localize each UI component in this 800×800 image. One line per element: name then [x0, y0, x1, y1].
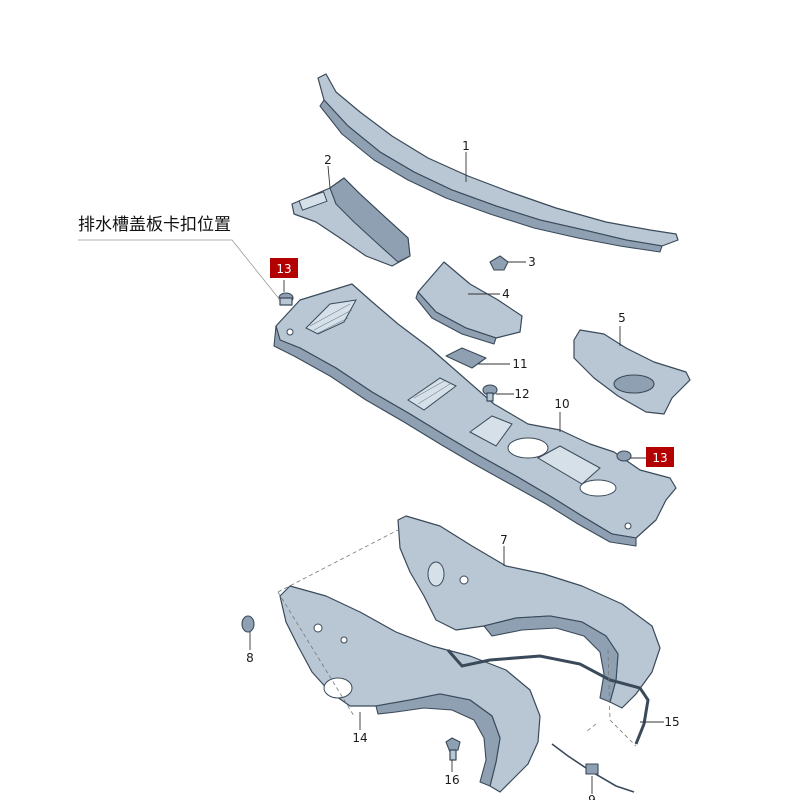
- part-9-cable: [551, 743, 635, 793]
- label-2: 2: [324, 153, 332, 167]
- part-3-clip: [489, 255, 509, 271]
- label-14: 14: [352, 731, 367, 745]
- label-11: 11: [512, 357, 527, 371]
- vent-grille-center: [407, 377, 457, 411]
- label-16: 16: [444, 773, 459, 787]
- part-1-cowl-strip: [317, 73, 679, 253]
- svg-text:13: 13: [652, 451, 667, 465]
- part-11-seal: [445, 347, 487, 369]
- label-5: 5: [618, 311, 626, 325]
- vent-grille-right: [469, 415, 601, 485]
- part-13-clip-left: [278, 292, 294, 306]
- tag-13-right: 13: [646, 447, 674, 467]
- part-8-nut: [241, 615, 255, 633]
- label-12: 12: [514, 387, 529, 401]
- part-14-front-panel: [279, 585, 541, 793]
- part-12-fastener: [482, 384, 498, 402]
- label-3: 3: [528, 255, 536, 269]
- svg-text:13: 13: [276, 262, 291, 276]
- label-15: 15: [664, 715, 679, 729]
- label-8: 8: [246, 651, 254, 665]
- label-1: 1: [462, 139, 470, 153]
- tag-13-left: 13: [270, 258, 298, 278]
- part-15-rod: [446, 649, 650, 745]
- vent-grille-left: [305, 299, 357, 335]
- leader-lines: [78, 152, 664, 794]
- label-7: 7: [500, 533, 508, 547]
- part-2-deflector: [291, 177, 411, 267]
- part-10-plenum-cover: [273, 283, 677, 547]
- part-5-bracket: [573, 329, 691, 415]
- label-4: 4: [502, 287, 510, 301]
- part-4-bracket: [415, 261, 523, 345]
- label-9: 9: [588, 793, 596, 800]
- part-13-clip-right: [616, 450, 632, 462]
- callout-clip-location: 排水槽盖板卡扣位置: [78, 215, 231, 235]
- label-10: 10: [554, 397, 569, 411]
- part-7-bulkhead: [397, 515, 661, 709]
- part-16-bolt: [445, 737, 461, 761]
